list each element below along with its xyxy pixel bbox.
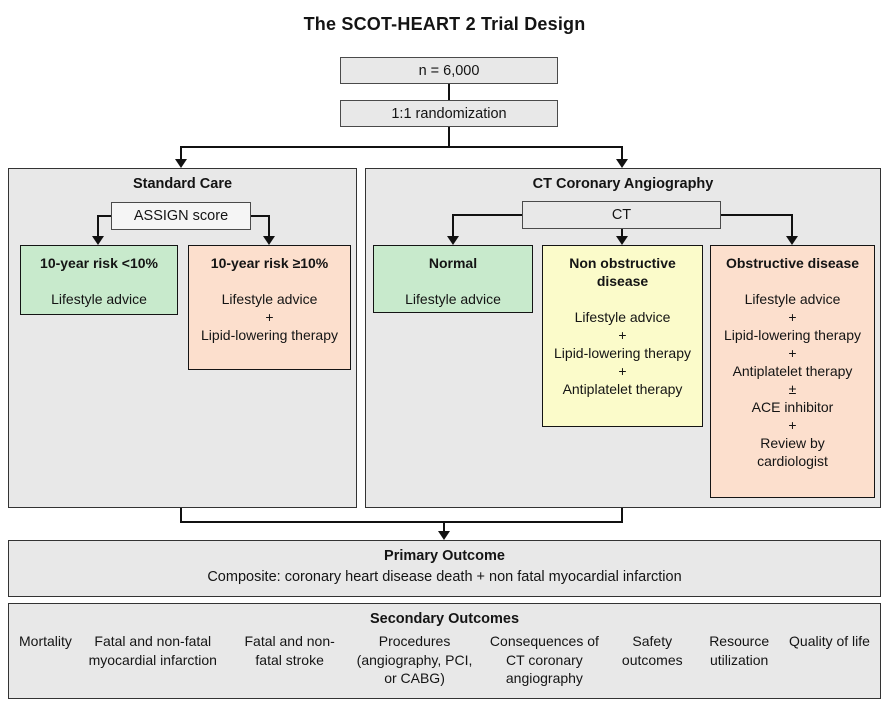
text-line: Lifestyle advice (51, 291, 147, 307)
flow-line (621, 508, 623, 523)
risk-low-title: 10-year risk <10% (40, 255, 158, 271)
risk-high-title: 10-year risk ≥10% (210, 255, 329, 271)
normal-title: Normal (428, 255, 478, 271)
primary-outcome-text: Composite: coronary heart disease death … (207, 569, 682, 585)
flow-line (448, 84, 450, 100)
normal-body: Lifestyle advice (374, 290, 532, 308)
text-line: Procedures (angiography, PCI, or CABG) (356, 633, 473, 686)
flow-line (180, 521, 623, 523)
primary-outcome-box: Primary Outcome Composite: coronary hear… (8, 540, 881, 597)
risk-high-box: 10-year risk ≥10% Lifestyle advice + Lipid… (188, 245, 351, 370)
risk-high-body: Lifestyle advice + Lipid-lowering therapy (189, 290, 350, 344)
obstructive-title: Obstructive disease (725, 255, 860, 271)
text-line: + (788, 309, 797, 325)
flow-line (180, 508, 182, 523)
flow-arrowhead (263, 236, 275, 245)
flow-line (791, 214, 793, 236)
flow-line (97, 215, 111, 217)
text-line: Review by cardiologist (757, 435, 828, 469)
risk-low-body: Lifestyle advice (21, 290, 177, 308)
obstructive-body: Lifestyle advice + Lipid-lowering therapy +… (711, 290, 874, 470)
page-title: The SCOT-HEART 2 Trial Design (303, 14, 586, 34)
ct-angiography-header: CT Coronary Angiography (532, 176, 714, 192)
flow-line (180, 146, 623, 148)
text-line: Consequences of CT coronary angiography (489, 633, 599, 686)
text-line: Lipid-lowering therapy (201, 327, 338, 343)
flow-line (621, 146, 623, 160)
ct-box: CT (522, 201, 721, 229)
flow-arrowhead (447, 236, 459, 245)
non-obstructive-title: Non obstructive disease (569, 255, 676, 289)
text-line: ± (788, 381, 797, 397)
text-line: Quality of life (789, 633, 870, 649)
primary-outcome-header: Primary Outcome (384, 548, 505, 564)
text-line: Resource utilization (709, 633, 770, 668)
secondary-outcome-items: Mortality Fatal and non-fatal myocardial … (9, 632, 880, 688)
text-line: Antiplatelet therapy (732, 363, 853, 379)
text-line: Fatal and non-fatal myocardial infarctio… (88, 633, 217, 668)
text-line: Fatal and non-fatal stroke (244, 633, 335, 668)
enrollment-box: n = 6,000 (340, 57, 558, 84)
text-line: + (788, 345, 797, 361)
non-obstructive-body: Lifestyle advice + Lipid-lowering therapy +… (543, 308, 702, 398)
flow-line (180, 146, 182, 160)
text-line: Lifestyle advice (574, 309, 671, 325)
text-line: Lipid-lowering therapy (724, 327, 861, 343)
non-obstructive-box: Non obstructive disease Lifestyle advice… (542, 245, 703, 427)
text-line: Mortality (19, 633, 72, 649)
text-line: ACE inhibitor (751, 399, 834, 415)
assign-score-box: ASSIGN score (111, 202, 251, 230)
text-line: Antiplatelet therapy (562, 381, 683, 397)
text-line: Lipid-lowering therapy (554, 345, 691, 361)
text-line: + (788, 417, 797, 433)
flow-arrowhead (786, 236, 798, 245)
text-line: Lifestyle advice (221, 291, 318, 307)
risk-low-box: 10-year risk <10% Lifestyle advice (20, 245, 178, 315)
text-line: Lifestyle advice (405, 291, 501, 307)
text-line: Lifestyle advice (744, 291, 841, 307)
text-line: + (618, 363, 627, 379)
flow-line (452, 214, 454, 236)
text-line: Safety outcomes (621, 633, 683, 668)
flow-line (452, 214, 522, 216)
obstructive-box: Obstructive disease Lifestyle advice + Lip… (710, 245, 875, 498)
flow-line (621, 229, 623, 237)
normal-box: Normal Lifestyle advice (373, 245, 533, 313)
flow-arrowhead (616, 236, 628, 245)
flow-line (721, 214, 793, 216)
flow-line (268, 215, 270, 236)
flow-arrowhead (616, 159, 628, 168)
flow-line (97, 215, 99, 236)
secondary-outcomes-header: Secondary Outcomes (369, 611, 520, 627)
secondary-outcomes-box: Secondary Outcomes Mortality Fatal and no… (8, 603, 881, 699)
flow-arrowhead (92, 236, 104, 245)
flow-line (448, 127, 450, 147)
standard-care-header: Standard Care (132, 176, 233, 192)
flow-line (443, 521, 445, 532)
text-line: + (618, 327, 627, 343)
flow-arrowhead (175, 159, 187, 168)
text-line: + (265, 309, 274, 325)
flow-arrowhead (438, 531, 450, 540)
flow-line (251, 215, 269, 217)
randomization-box: 1:1 randomization (340, 100, 558, 127)
